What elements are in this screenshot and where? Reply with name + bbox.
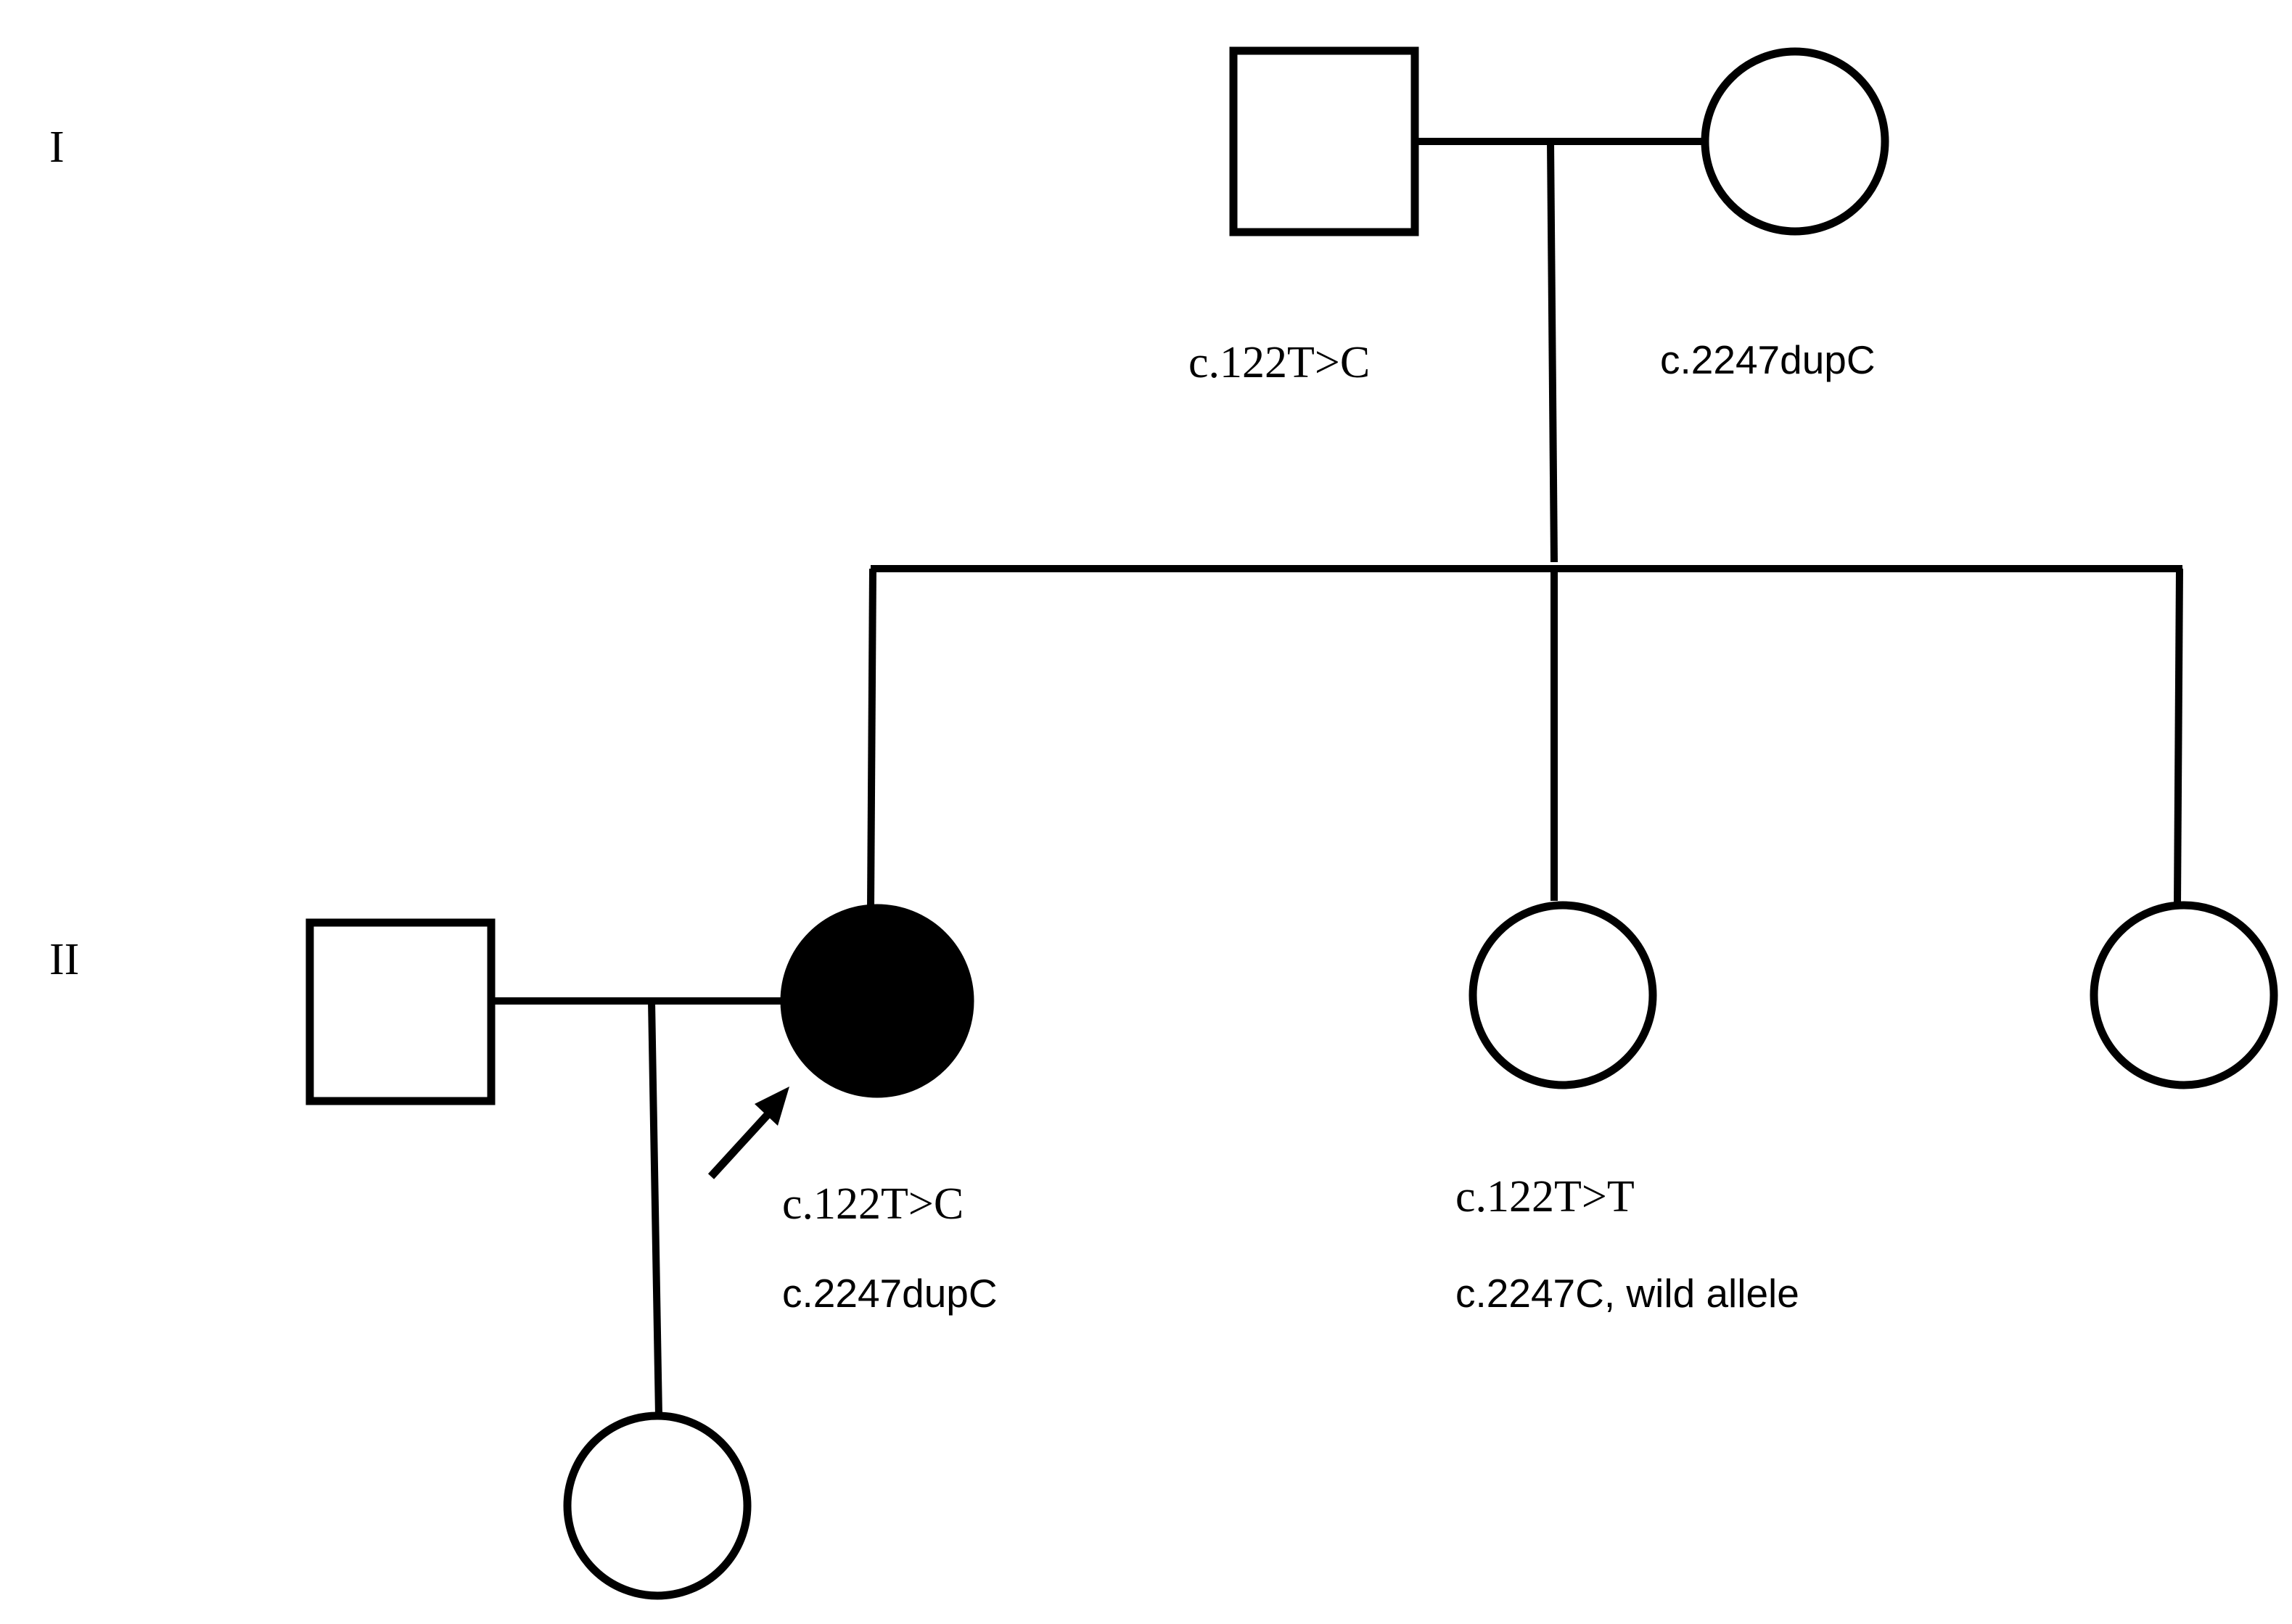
genotype-father-gen1: c.122T>C bbox=[1188, 338, 1370, 387]
descent-line-gen2 bbox=[648, 1000, 662, 1417]
mother-gen1-symbol bbox=[1701, 47, 1889, 236]
father-gen1-symbol bbox=[1229, 46, 1419, 236]
generation-label-I: I bbox=[49, 123, 65, 172]
genotype-sister1-line1: c.122T>T bbox=[1455, 1172, 1635, 1221]
drop-line-sister2 bbox=[2174, 568, 2183, 904]
genotype-sister1-line2: c.2247C, wild allele bbox=[1455, 1271, 1799, 1316]
sister2-gen2-symbol bbox=[2090, 901, 2278, 1089]
proband-arrow-shaft bbox=[707, 1105, 777, 1179]
descent-line-gen1 bbox=[1547, 141, 1558, 563]
drop-line-proband bbox=[867, 568, 876, 909]
spouse-gen2-symbol bbox=[305, 918, 496, 1105]
proband-symbol bbox=[780, 904, 974, 1098]
genotype-proband-line2: c.2247dupC bbox=[782, 1271, 998, 1316]
genotype-proband-line1: c.122T>C bbox=[782, 1179, 964, 1229]
daughter-gen3-symbol bbox=[563, 1411, 752, 1600]
genotype-mother-gen1: c.2247dupC bbox=[1660, 337, 1876, 382]
sister1-gen2-symbol bbox=[1469, 901, 1657, 1089]
proband-arrow-head bbox=[755, 1087, 789, 1126]
generation-label-II: II bbox=[49, 935, 79, 984]
